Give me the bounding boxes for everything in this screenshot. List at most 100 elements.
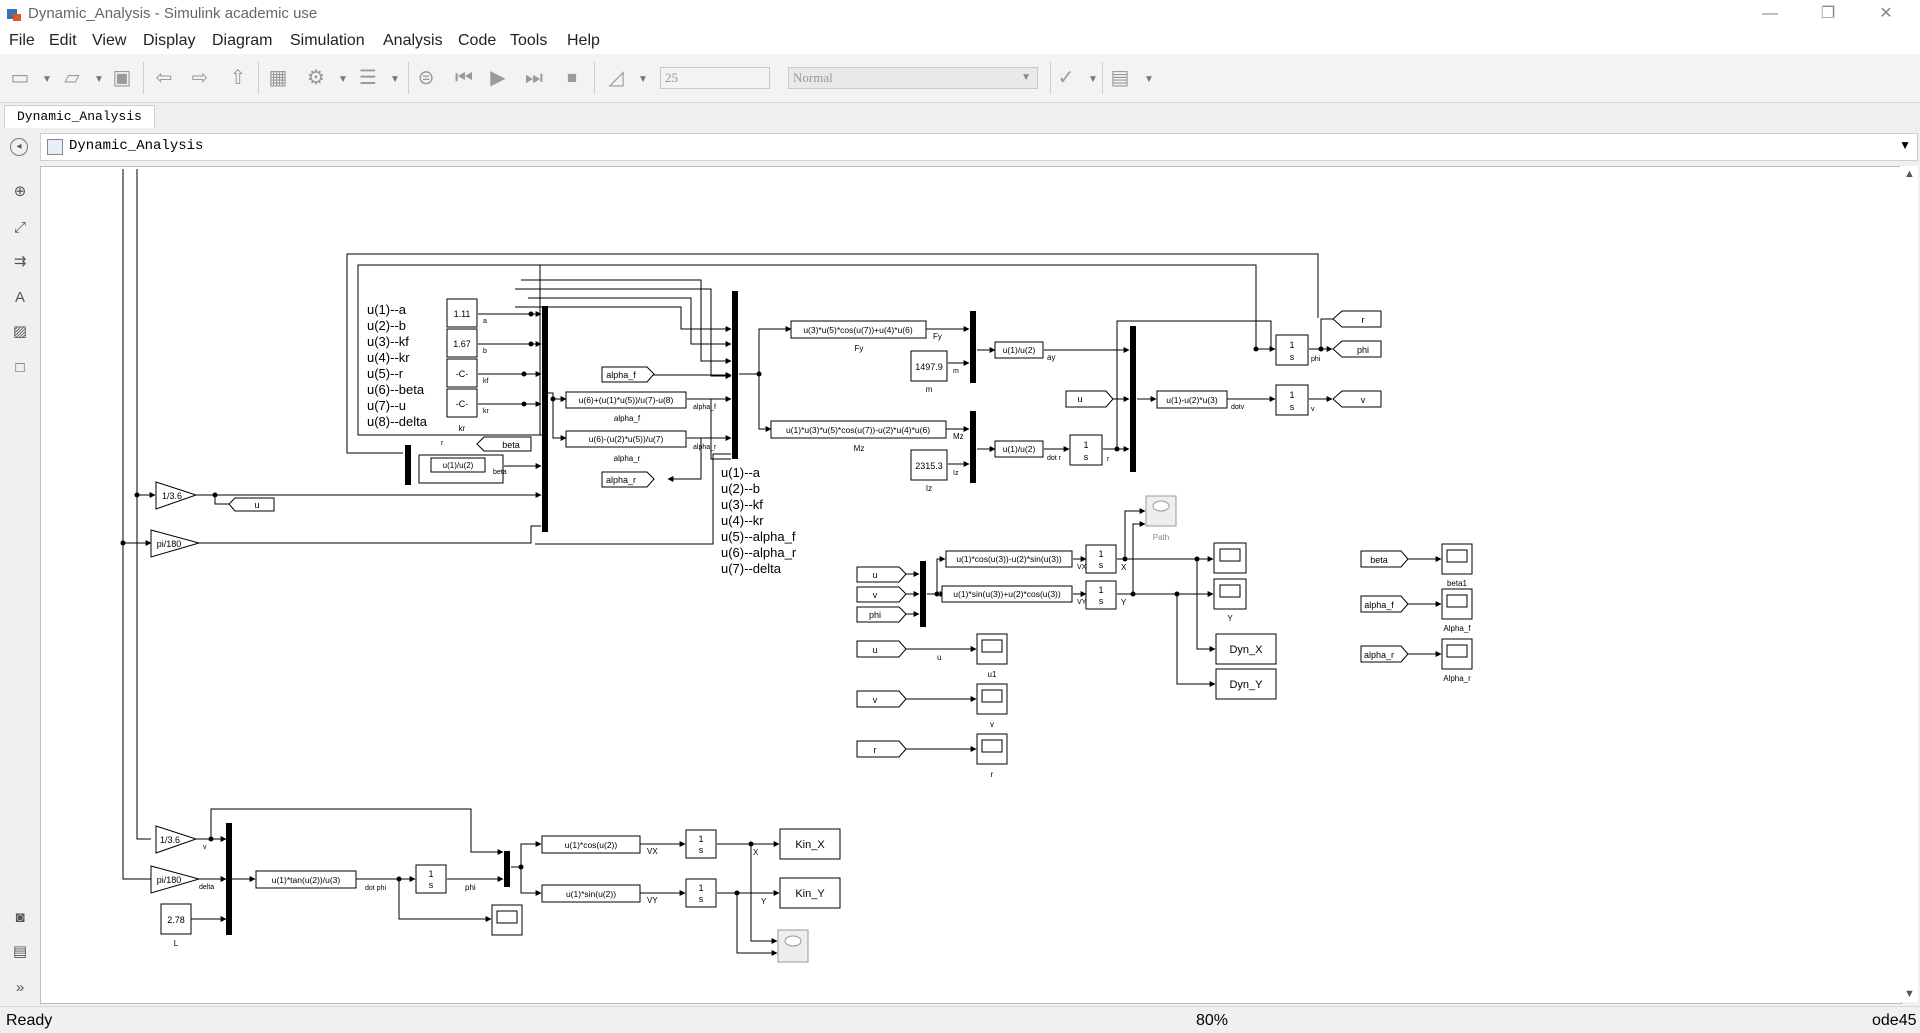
data-inspector-icon[interactable]: ◿ bbox=[608, 67, 624, 89]
menu-edit[interactable]: Edit bbox=[49, 32, 77, 49]
const-m[interactable] bbox=[910, 350, 948, 382]
menu-simulation[interactable]: Simulation bbox=[290, 32, 365, 49]
stop-icon[interactable]: ⏹ bbox=[567, 67, 577, 89]
area-icon[interactable]: □ bbox=[15, 359, 25, 376]
library-browser-icon[interactable]: ▦ bbox=[268, 67, 288, 89]
scroll-up-icon[interactable]: ▲ bbox=[1904, 168, 1915, 180]
menu-help[interactable]: Help bbox=[567, 32, 600, 49]
step-forward-icon[interactable]: ⏭ bbox=[525, 67, 543, 89]
open-dropdown-icon[interactable]: ▼ bbox=[94, 74, 104, 85]
fcn-fy[interactable] bbox=[790, 320, 927, 339]
model-explorer-icon[interactable]: ☰ bbox=[359, 67, 377, 89]
from-u[interactable] bbox=[1065, 390, 1114, 408]
diagram-canvas[interactable]: u(1)--a u(2)--b u(3)--kf u(4)--kr u(5)--… bbox=[40, 166, 1902, 1004]
annotation-icon[interactable]: A bbox=[14, 289, 25, 306]
mux-params[interactable] bbox=[542, 306, 548, 532]
menu-view[interactable]: View bbox=[92, 32, 127, 49]
mux-path[interactable] bbox=[920, 561, 926, 627]
from-phi-path[interactable] bbox=[856, 606, 907, 623]
status-solver[interactable]: ode45 bbox=[1872, 1012, 1917, 1029]
mux-kin[interactable] bbox=[226, 823, 232, 935]
tab-dynamic-analysis[interactable]: Dynamic_Analysis bbox=[4, 105, 155, 128]
up-arrow-icon[interactable]: ⇧ bbox=[229, 67, 247, 89]
goto-phi[interactable] bbox=[1332, 340, 1382, 358]
signal-record-icon[interactable]: ⊜ bbox=[417, 67, 435, 89]
step-back-icon[interactable]: ⏮ bbox=[455, 67, 473, 89]
zoom-icon[interactable]: ⊕ bbox=[13, 183, 27, 200]
out-dyn-y[interactable] bbox=[1215, 668, 1277, 700]
arrow-route-icon[interactable]: ⇉ bbox=[13, 253, 27, 270]
out-kin-x[interactable] bbox=[779, 828, 841, 860]
hide-explorer-icon[interactable]: ◂ bbox=[10, 138, 28, 156]
fcn-alpha-f[interactable] bbox=[565, 391, 687, 409]
integrator-x[interactable] bbox=[1085, 544, 1117, 574]
gain-kmh[interactable] bbox=[155, 481, 198, 510]
from-v-path[interactable] bbox=[856, 586, 907, 603]
goto-r[interactable] bbox=[1332, 310, 1382, 328]
save-icon[interactable]: ▣ bbox=[112, 67, 132, 89]
kin-gain-deg[interactable] bbox=[150, 865, 201, 894]
integrator-y[interactable] bbox=[1085, 580, 1117, 610]
image-icon[interactable]: ▨ bbox=[12, 323, 28, 340]
menu-code[interactable]: Code bbox=[458, 32, 497, 49]
integrator-kin-x[interactable] bbox=[685, 829, 717, 859]
fcn-x-global[interactable] bbox=[945, 550, 1073, 568]
fcn-dotr[interactable] bbox=[994, 440, 1044, 458]
menu-file[interactable]: File bbox=[9, 32, 35, 49]
fcn-dotv[interactable] bbox=[1156, 390, 1228, 409]
address-bar[interactable]: Dynamic_Analysis ▼ bbox=[40, 133, 1918, 161]
new-model-icon[interactable]: ▭ bbox=[10, 67, 30, 89]
from-beta[interactable] bbox=[1360, 550, 1409, 568]
goto-u[interactable] bbox=[228, 497, 275, 512]
fcn-ay[interactable] bbox=[994, 341, 1044, 359]
fcn-kin-vy[interactable] bbox=[541, 884, 641, 903]
address-dropdown-icon[interactable]: ▼ bbox=[1899, 138, 1911, 152]
model-browser-icon[interactable]: ▤ bbox=[12, 943, 28, 960]
integrator-phi[interactable] bbox=[1275, 334, 1309, 366]
from-alpha-r[interactable] bbox=[601, 471, 655, 488]
vertical-scrollbar[interactable]: ▲ ▼ bbox=[1900, 166, 1918, 1002]
forward-arrow-icon[interactable]: ⇨ bbox=[191, 67, 209, 89]
advisor-dropdown-icon[interactable]: ▼ bbox=[1088, 74, 1098, 85]
from-alpha-f[interactable] bbox=[601, 366, 655, 383]
integrator-kin-y[interactable] bbox=[685, 878, 717, 908]
from-alpha-r-2[interactable] bbox=[1360, 645, 1409, 663]
expand-icon[interactable]: » bbox=[15, 979, 25, 996]
mux-beta[interactable] bbox=[405, 445, 411, 485]
gain-deg[interactable] bbox=[150, 529, 201, 558]
integrator-r[interactable] bbox=[1069, 434, 1103, 466]
fcn-alpha-r[interactable] bbox=[565, 430, 687, 448]
const-iz[interactable] bbox=[910, 449, 948, 481]
mux-fy[interactable] bbox=[970, 311, 976, 383]
menu-analysis[interactable]: Analysis bbox=[383, 32, 443, 49]
const-b[interactable] bbox=[446, 328, 478, 358]
fit-view-icon[interactable]: ⤢ bbox=[13, 219, 26, 236]
back-arrow-icon[interactable]: ⇦ bbox=[155, 67, 173, 89]
inspector-dropdown-icon[interactable]: ▼ bbox=[638, 74, 648, 85]
params-subsystem[interactable] bbox=[357, 264, 541, 436]
integrator-v[interactable] bbox=[1275, 384, 1309, 416]
from-v-scope[interactable] bbox=[856, 690, 907, 708]
const-a[interactable] bbox=[446, 298, 478, 328]
from-alpha-f-2[interactable] bbox=[1360, 595, 1409, 613]
new-dropdown-icon[interactable]: ▼ bbox=[42, 74, 52, 85]
menu-diagram[interactable]: Diagram bbox=[212, 32, 273, 49]
fcn-dotphi[interactable] bbox=[255, 870, 357, 889]
from-u-path[interactable] bbox=[856, 566, 907, 583]
build-icon[interactable]: ▤ bbox=[1110, 67, 1130, 89]
mux-forces[interactable] bbox=[732, 291, 738, 459]
model-advisor-icon[interactable]: ✓ bbox=[1057, 67, 1075, 89]
stop-time-input[interactable]: 25 bbox=[660, 67, 770, 89]
from-r-scope[interactable] bbox=[856, 740, 907, 758]
mux-kin2[interactable] bbox=[504, 851, 510, 887]
build-dropdown-icon[interactable]: ▼ bbox=[1144, 74, 1154, 85]
const-l[interactable] bbox=[160, 903, 192, 935]
explorer-dropdown-icon[interactable]: ▼ bbox=[390, 74, 400, 85]
menu-display[interactable]: Display bbox=[143, 32, 196, 49]
minimize-button[interactable]: — bbox=[1762, 5, 1778, 22]
menu-tools[interactable]: Tools bbox=[510, 32, 548, 49]
fcn-mz[interactable] bbox=[770, 420, 947, 439]
close-button[interactable]: ✕ bbox=[1879, 5, 1893, 22]
fcn-y-global[interactable] bbox=[941, 585, 1073, 603]
open-folder-icon[interactable]: ▱ bbox=[64, 67, 80, 89]
